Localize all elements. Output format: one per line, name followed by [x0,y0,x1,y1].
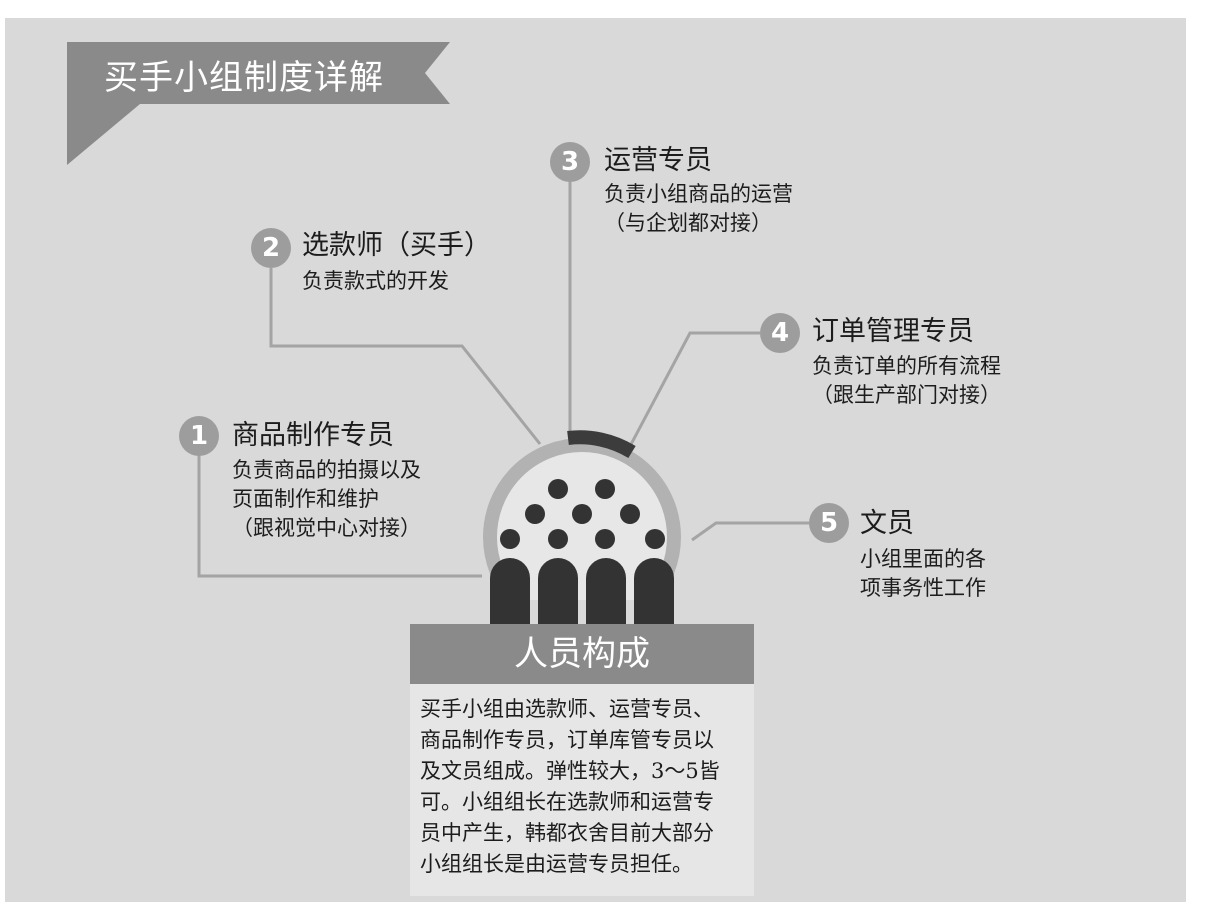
role-3-desc-line: 负责小组商品的运营 [604,182,793,206]
connector-2 [269,268,542,445]
center-label-banner: 人员构成 [410,624,754,684]
center-description-line: 买手小组由选款师、运营专员、 [420,697,714,721]
people-heads [500,479,665,549]
role-2-name: 选款师（买手） [302,230,491,261]
role-1-name: 商品制作专员 [232,420,394,451]
role-4-name: 订单管理专员 [812,316,974,347]
role-1-desc-line: （跟视觉中心对接） [232,516,421,540]
connector-5 [691,521,809,542]
role-3-desc-line: （与企划都对接） [604,211,772,235]
role-1-number-badge: 1 [179,416,219,456]
role-1-desc-line: 页面制作和维护 [232,487,379,511]
center-description-box: 买手小组由选款师、运营专员、 商品制作专员，订单库管专员以 及文员组成。弹性较大… [410,684,754,896]
center-description-line: 商品制作专员，订单库管专员以 [420,728,714,752]
center-description-line: 可。小组组长在选款师和运营专 [420,790,714,814]
title-ribbon-tail [67,104,140,165]
role-3-number-badge: 3 [550,142,590,182]
title-ribbon [67,42,450,104]
center-description-line: 小组组长是由运营专员担任。 [420,852,693,876]
role-2-desc-line: 负责款式的开发 [302,269,449,293]
connector-1 [197,455,482,578]
role-3-name: 运营专员 [604,145,712,176]
center-description-line: 员中产生，韩都衣舍目前大部分 [420,821,714,845]
people-bodies [490,558,674,625]
ring-highlight-arc [567,430,636,459]
role-4-desc-line: （跟生产部门对接） [812,383,1001,407]
role-2-number-badge: 2 [251,228,291,268]
role-1-desc-line: 负责商品的拍摄以及 [232,458,421,482]
role-5-number-badge: 5 [809,503,849,543]
role-5-desc-line: 小组里面的各 [860,547,986,571]
diagram-title: 买手小组制度详解 [104,58,384,98]
role-5-desc-line: 项事务性工作 [860,576,986,600]
role-4-number-badge: 4 [760,313,800,353]
connector-4 [626,331,760,451]
role-4-desc-line: 负责订单的所有流程 [812,354,1001,378]
center-description-line: 及文员组成。弹性较大，3～5皆 [420,759,720,783]
role-5-name: 文员 [860,508,914,539]
